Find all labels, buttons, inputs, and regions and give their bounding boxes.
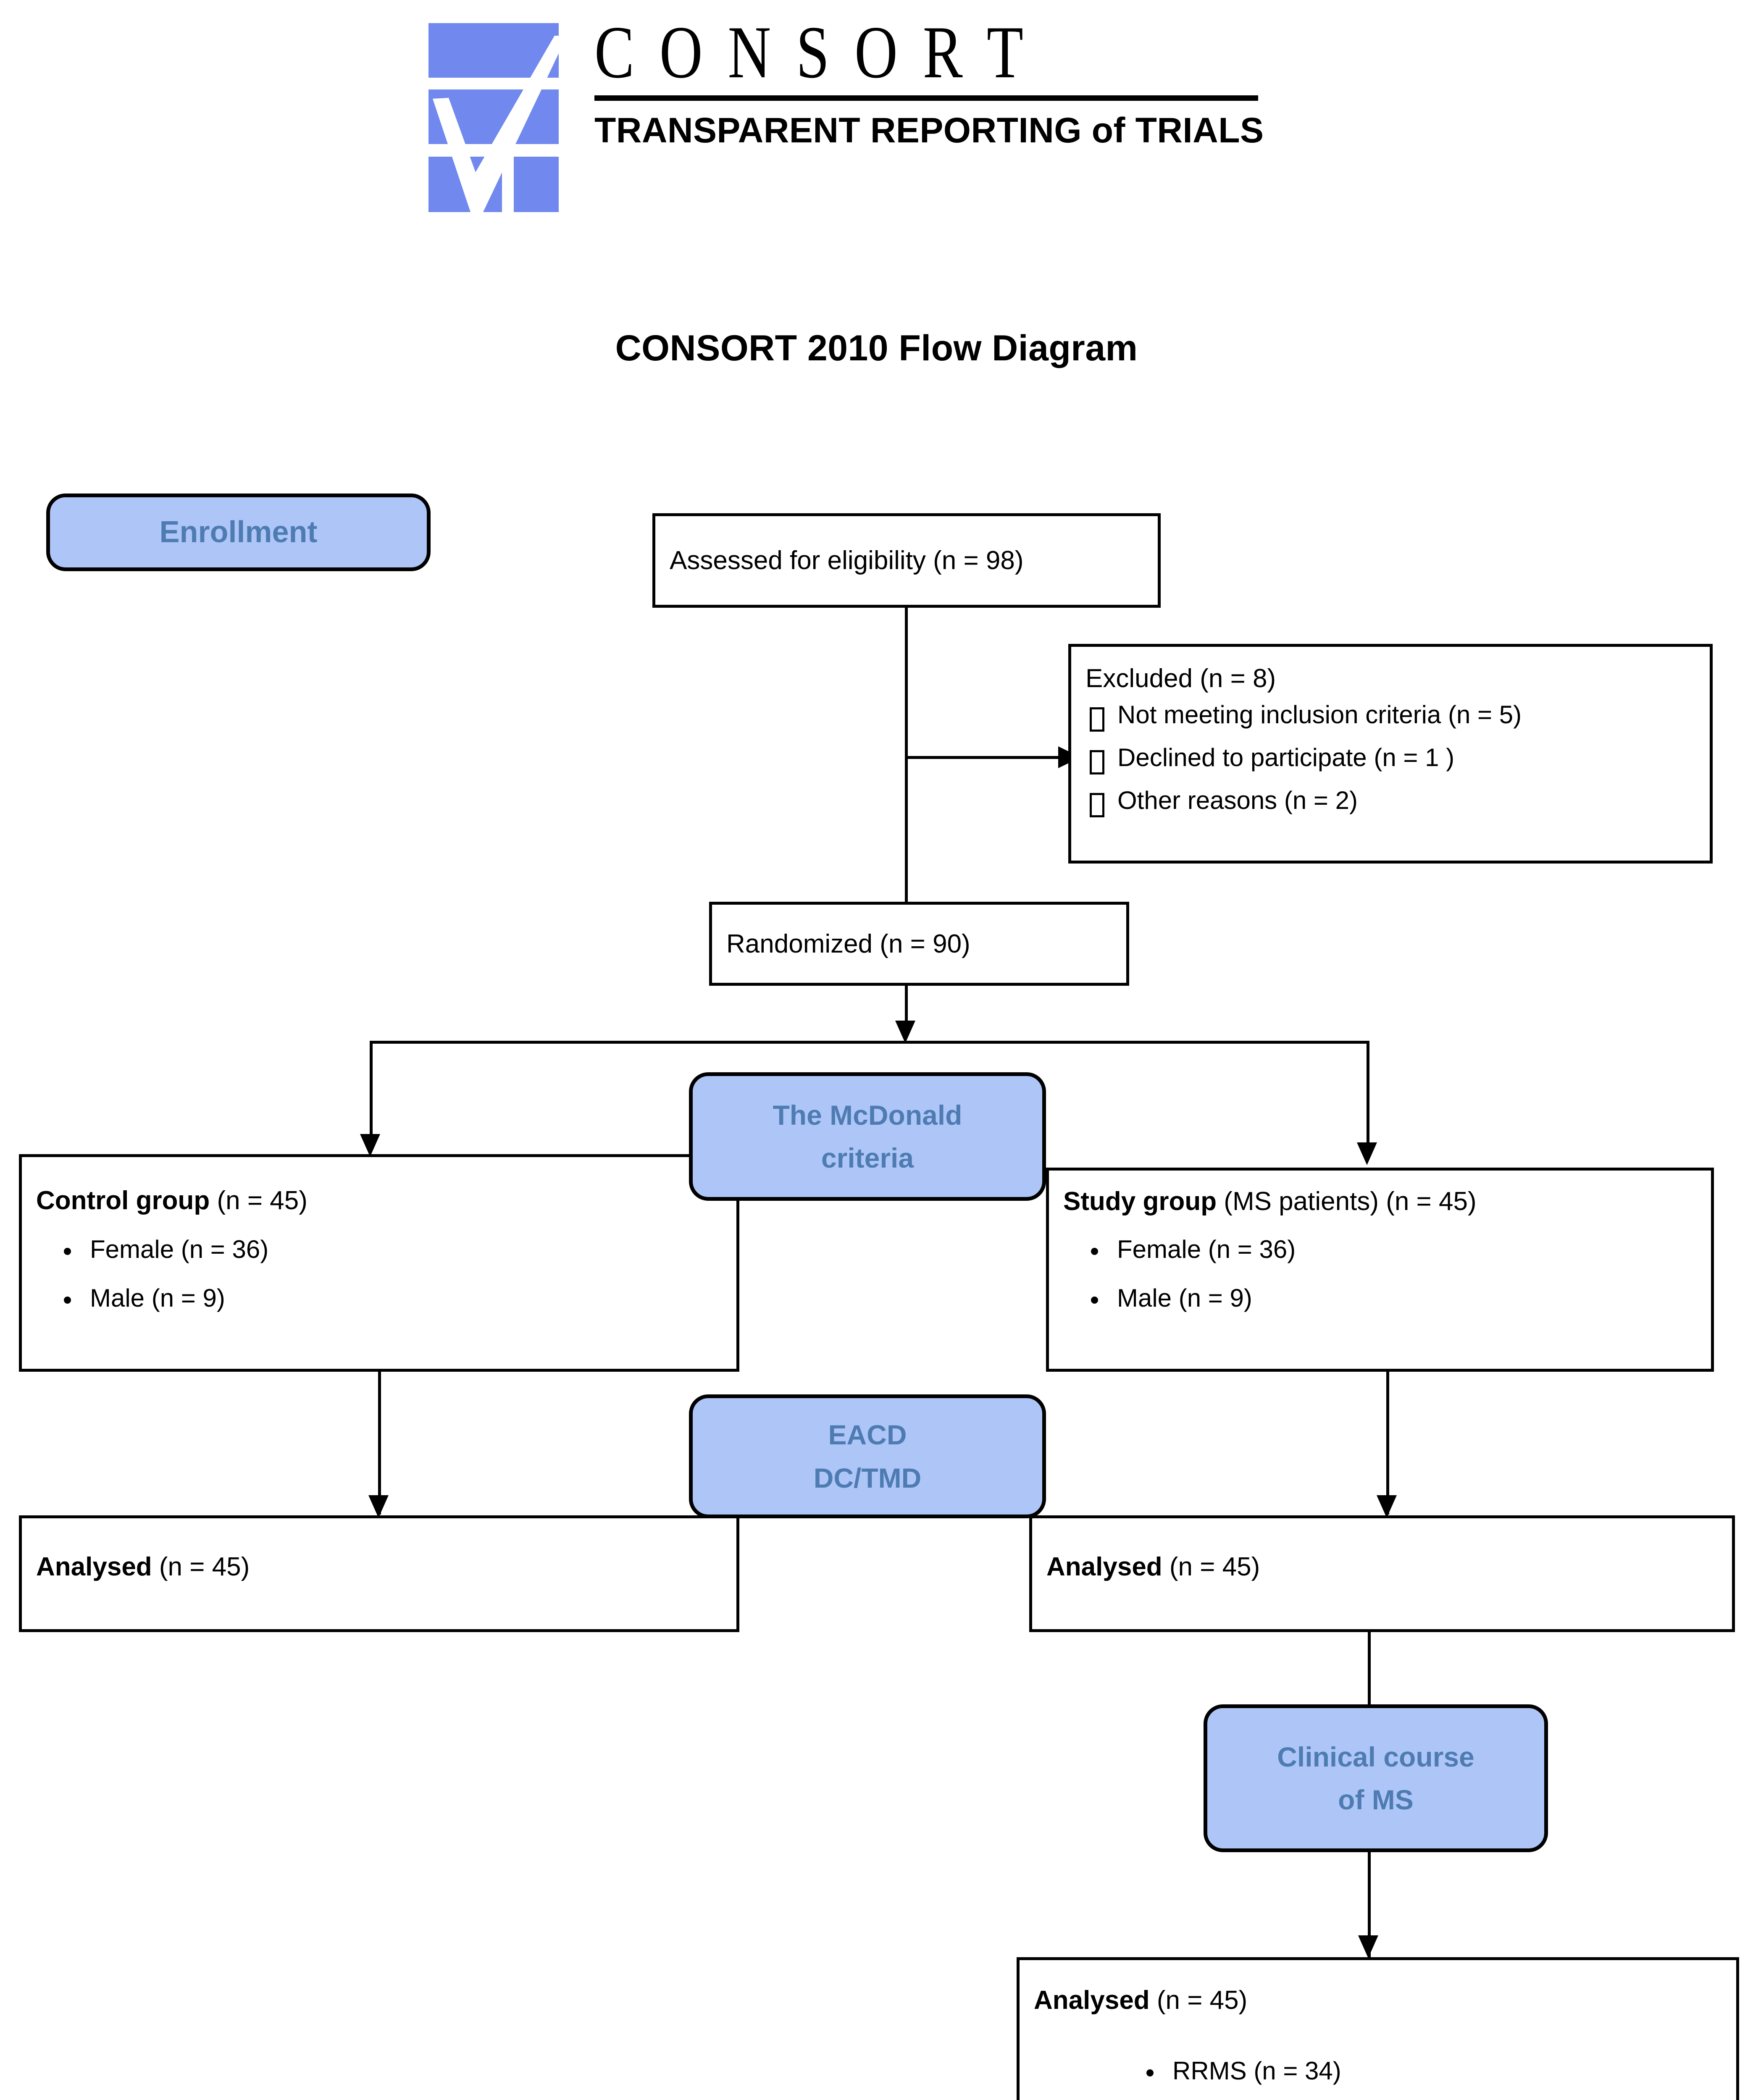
- control-group-heading-rest: (n = 45): [210, 1186, 307, 1215]
- stage-badge-enrollment-label: Enrollment: [159, 515, 318, 549]
- excluded-reason-list: Not meeting inclusion criteria (n = 5) D…: [1090, 702, 1695, 817]
- mcdonald-criteria-line1: The McDonald: [773, 1099, 962, 1131]
- arrowhead-to-control-group: [360, 1134, 380, 1157]
- analysed-subtypes-list: RRMS (n = 34) PPMS (n = 8) SPMS (n = 3): [1146, 2058, 1722, 2100]
- stage-badge-enrollment: Enrollment: [46, 494, 431, 571]
- consort-wordmark-text: C O N S O R T: [594, 10, 1029, 94]
- eacd-dctmd-line1: EACD: [828, 1419, 907, 1451]
- checkmark-icon: [433, 36, 567, 212]
- connector-clinical-course-to-analysed: [1368, 1852, 1371, 1957]
- connector-study-to-analysed: [1386, 1372, 1389, 1515]
- study-group-heading-bold: Study group: [1063, 1187, 1217, 1216]
- study-group-heading: Study group (MS patients) (n = 45): [1063, 1186, 1697, 1218]
- list-item: RRMS (n = 34): [1146, 2058, 1722, 2084]
- connector-analysed-to-clinical-course: [1368, 1632, 1371, 1733]
- connector-control-to-analysed: [378, 1372, 381, 1515]
- list-item: Female (n = 36): [64, 1236, 722, 1262]
- consort-logo-mark-icon: [428, 23, 567, 212]
- node-randomized: Randomized (n = 90): [709, 902, 1129, 986]
- connector-eligibility-to-randomized: [905, 608, 908, 902]
- node-analysed-study: Analysed (n = 45): [1029, 1515, 1735, 1632]
- analysed-subtypes-heading: Analysed (n = 45): [1034, 1984, 1722, 2016]
- list-item: Declined to participate (n = 1 ): [1090, 745, 1695, 774]
- control-group-heading: Control group (n = 45): [36, 1185, 722, 1217]
- analysed-subtypes-heading-bold: Analysed: [1034, 1986, 1150, 2015]
- analysed-control-heading-bold: Analysed: [36, 1552, 152, 1581]
- study-group-heading-rest: (MS patients) (n = 45): [1217, 1187, 1477, 1216]
- arrowhead-control-to-analysed: [368, 1495, 389, 1518]
- analysed-control-heading: Analysed (n = 45): [36, 1551, 722, 1583]
- node-analysed-control: Analysed (n = 45): [19, 1515, 739, 1632]
- connector-to-excluded: [905, 756, 1064, 759]
- analysed-study-heading-bold: Analysed: [1046, 1552, 1162, 1581]
- node-study-group: Study group (MS patients) (n = 45) Femal…: [1046, 1168, 1714, 1372]
- list-item: Male (n = 9): [1091, 1285, 1697, 1311]
- node-control-group: Control group (n = 45) Female (n = 36) M…: [19, 1154, 739, 1372]
- assessed-eligibility-text: Assessed for eligibility (n = 98): [670, 546, 1024, 575]
- control-group-heading-bold: Control group: [36, 1186, 210, 1215]
- connector-randomized-down: [905, 986, 908, 1030]
- control-group-list: Female (n = 36) Male (n = 9): [64, 1236, 722, 1311]
- node-assessed-for-eligibility: Assessed for eligibility (n = 98): [652, 513, 1161, 608]
- page-title: CONSORT 2010 Flow Diagram: [615, 328, 1138, 368]
- logo-block-bottom-right: [514, 157, 559, 212]
- randomized-text: Randomized (n = 90): [726, 929, 970, 958]
- logo-divider: [594, 95, 1258, 101]
- list-item: Other reasons (n = 2): [1090, 788, 1695, 817]
- consort-tagline: TRANSPARENT REPORTING of TRIALS: [594, 110, 1264, 150]
- consort-logo: C O N S O R T TRANSPARENT REPORTING of T…: [428, 15, 1311, 216]
- connector-split-right: [1367, 1041, 1369, 1154]
- arrowhead-study-to-analysed: [1377, 1495, 1397, 1518]
- arrowhead-to-study-group: [1357, 1142, 1377, 1165]
- list-item: Not meeting inclusion criteria (n = 5): [1090, 702, 1695, 732]
- node-excluded: Excluded (n = 8) Not meeting inclusion c…: [1068, 644, 1713, 864]
- badge-clinical-course-of-ms: Clinical course of MS: [1204, 1704, 1548, 1852]
- arrowhead-to-analysed-subtypes: [1358, 1935, 1378, 1958]
- eacd-dctmd-line2: DC/TMD: [813, 1462, 922, 1494]
- badge-eacd-dctmd: EACD DC/TMD: [689, 1394, 1046, 1518]
- analysed-study-heading: Analysed (n = 45): [1046, 1551, 1718, 1583]
- node-analysed-ms-subtypes: Analysed (n = 45) RRMS (n = 34) PPMS (n …: [1017, 1957, 1739, 2100]
- consort-wordmark: C O N S O R T TRANSPARENT REPORTING of T…: [594, 10, 1264, 151]
- analysed-subtypes-heading-rest: (n = 45): [1149, 1986, 1248, 2015]
- clinical-course-line2: of MS: [1338, 1784, 1414, 1815]
- analysed-study-heading-rest: (n = 45): [1162, 1552, 1260, 1581]
- excluded-heading: Excluded (n = 8): [1085, 664, 1276, 693]
- connector-split-bar: [370, 1041, 1369, 1044]
- analysed-control-heading-rest: (n = 45): [152, 1552, 250, 1581]
- list-item: Male (n = 9): [64, 1285, 722, 1311]
- connector-split-left: [370, 1041, 373, 1146]
- mcdonald-criteria-line2: criteria: [821, 1142, 914, 1173]
- clinical-course-line1: Clinical course: [1277, 1741, 1474, 1772]
- badge-mcdonald-criteria: The McDonald criteria: [689, 1072, 1046, 1201]
- study-group-list: Female (n = 36) Male (n = 9): [1091, 1236, 1697, 1311]
- list-item: Female (n = 36): [1091, 1236, 1697, 1262]
- arrowhead-randomized-down: [895, 1021, 915, 1043]
